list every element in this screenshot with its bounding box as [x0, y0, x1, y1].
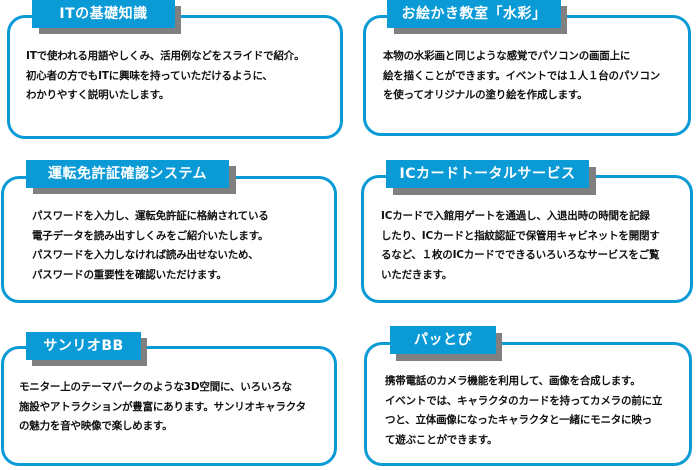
card-frame	[364, 342, 692, 466]
description-line: 施設やアトラクションが豊富にあります。サンリオキャラクタ	[19, 400, 306, 413]
description-line: モニター上のテーマパークのような3D空間に、いろいろな	[19, 381, 292, 393]
description-line: パスワードの重要性を確認いただけます。	[32, 268, 227, 281]
description-line: つと、立体画像になったキャラクタと一緒にモニタに映っ	[385, 414, 652, 426]
description-line: パスワードを入力しなければ読み出せないため、	[32, 249, 259, 261]
description-line: 絵を描くことができます。イベントでは１人１台のパソコン	[383, 69, 661, 82]
card-frame	[1, 346, 337, 466]
description-line: いただきます。	[381, 268, 453, 281]
description-line: したり、ICカードと指紋認証で保管用キャビネットを開閉す	[381, 229, 660, 242]
description-line: の魅力を音や映像で楽しめます。	[19, 420, 173, 432]
card-description: ICカードで入館用ゲートを通過し、入退出時の時間を記録 したり、ICカードと指紋…	[381, 207, 660, 285]
card-title: ICカードトータルサービス	[386, 160, 589, 188]
description-line: わかりやすく説明いたします。	[26, 89, 170, 101]
description-line: 本物の水彩画と同じような感覚でパソコンの画面上に	[383, 50, 631, 62]
description-line: パスワードを入力し、運転免許証に格納されている	[32, 210, 269, 222]
card-title: 運転免許証確認システム	[26, 160, 229, 188]
card-description: 本物の水彩画と同じような感覚でパソコンの画面上に 絵を描くことができます。イベン…	[383, 47, 660, 106]
card-description: ITで使われる用語やしくみ、活用例などをスライドで紹介。 初心者の方でもITに興…	[26, 47, 305, 106]
card-title: サンリオBB	[26, 332, 141, 360]
card-description: パスワードを入力し、運転免許証に格納されている 電子データを読み出すしくみをご紹…	[32, 207, 269, 285]
card-title: お絵かき教室「水彩」	[387, 0, 561, 28]
description-line: るなど、１枚のICカードでできるいろいろなサービスをご覧	[381, 249, 660, 261]
description-line: イベントでは、キャラクタのカードを持ってカメラの前に立	[385, 394, 663, 407]
card-title: ITの基礎知識	[32, 0, 175, 28]
description-line: て遊ぶことができます。	[385, 433, 498, 446]
description-line: 電子データを読み出すしくみをご紹介いたします。	[32, 229, 269, 242]
description-line: 初心者の方でもITに興味を持っていただけるように、	[26, 69, 273, 82]
description-line: を使ってオリジナルの塗り絵を作成します。	[383, 89, 588, 101]
description-line: ITで使われる用語やしくみ、活用例などをスライドで紹介。	[26, 50, 305, 62]
card-title: パッとぴ	[390, 326, 496, 354]
description-line: ICカードで入館用ゲートを通過し、入退出時の時間を記録	[381, 210, 650, 222]
description-line: 携帯電話のカメラ機能を利用して、画像を合成します。	[385, 375, 641, 387]
card-description: モニター上のテーマパークのような3D空間に、いろいろな 施設やアトラクションが豊…	[19, 378, 306, 437]
card-description: 携帯電話のカメラ機能を利用して、画像を合成します。 イベントでは、キャラクタのカ…	[385, 372, 662, 450]
card-frame	[361, 175, 693, 303]
